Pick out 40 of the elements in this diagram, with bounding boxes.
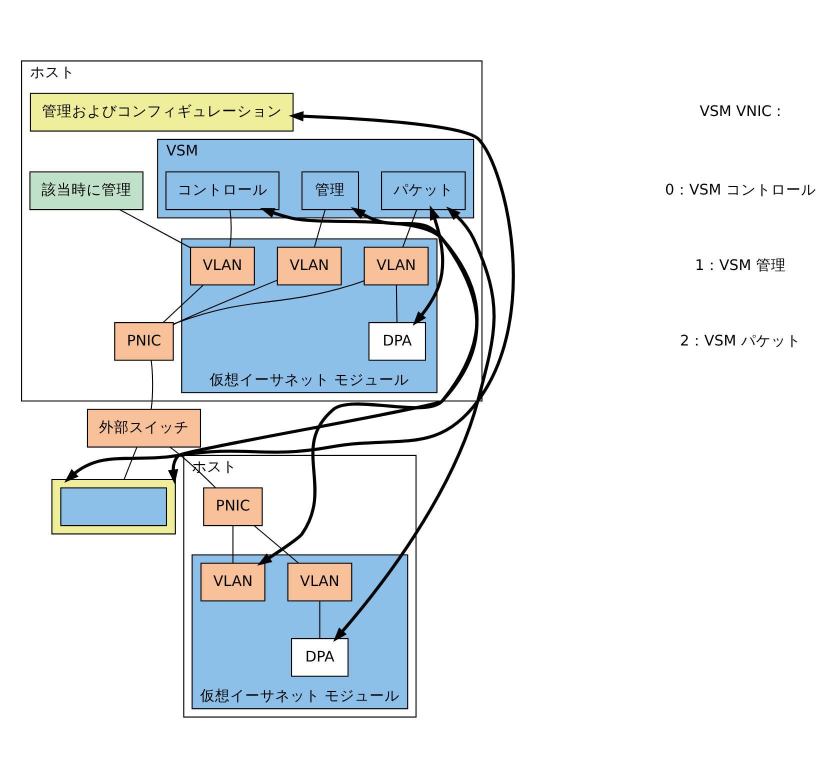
connector (172, 280, 364, 325)
node-box: コントロール (164, 171, 279, 210)
connector (313, 210, 326, 248)
arrow (412, 205, 444, 326)
node-box: DPA (290, 638, 348, 677)
node-box: PNIC (114, 322, 174, 361)
node-box: DPA (368, 322, 426, 361)
connector (123, 447, 137, 480)
node-box: 外部スイッチ (86, 408, 201, 448)
arrow (167, 208, 478, 484)
node-box: VLAN (200, 562, 265, 602)
node-box: 管理およびコンフィギュレーション (29, 92, 294, 132)
arrow (64, 111, 514, 483)
connector (162, 284, 203, 323)
cluster (50, 479, 176, 534)
node-box: VLAN (276, 246, 342, 286)
node-box: VLAN (190, 246, 254, 286)
node-box: 該当時に管理 (28, 171, 143, 210)
node-box: パケット (380, 171, 466, 210)
connector (232, 526, 233, 564)
connector (395, 285, 397, 322)
node-box (60, 487, 166, 526)
node-box: 管理 (300, 171, 359, 210)
arrow (332, 206, 496, 642)
connector (254, 525, 298, 564)
arrow (256, 207, 478, 566)
connector (150, 360, 153, 410)
node-box: PNIC (202, 487, 262, 526)
node-box: VLAN (286, 562, 352, 602)
connector (118, 209, 190, 248)
connector (318, 601, 320, 638)
label: VSM VNIC : (699, 103, 781, 120)
label: 2：VSM パケット (680, 332, 800, 350)
connector (169, 446, 216, 488)
connector (402, 210, 417, 248)
connector (172, 280, 277, 325)
label: 1：VSM 管理 (694, 256, 786, 274)
connector (229, 210, 232, 248)
label: 0：VSM コントロール (664, 182, 816, 199)
node-box: VLAN (363, 246, 428, 286)
